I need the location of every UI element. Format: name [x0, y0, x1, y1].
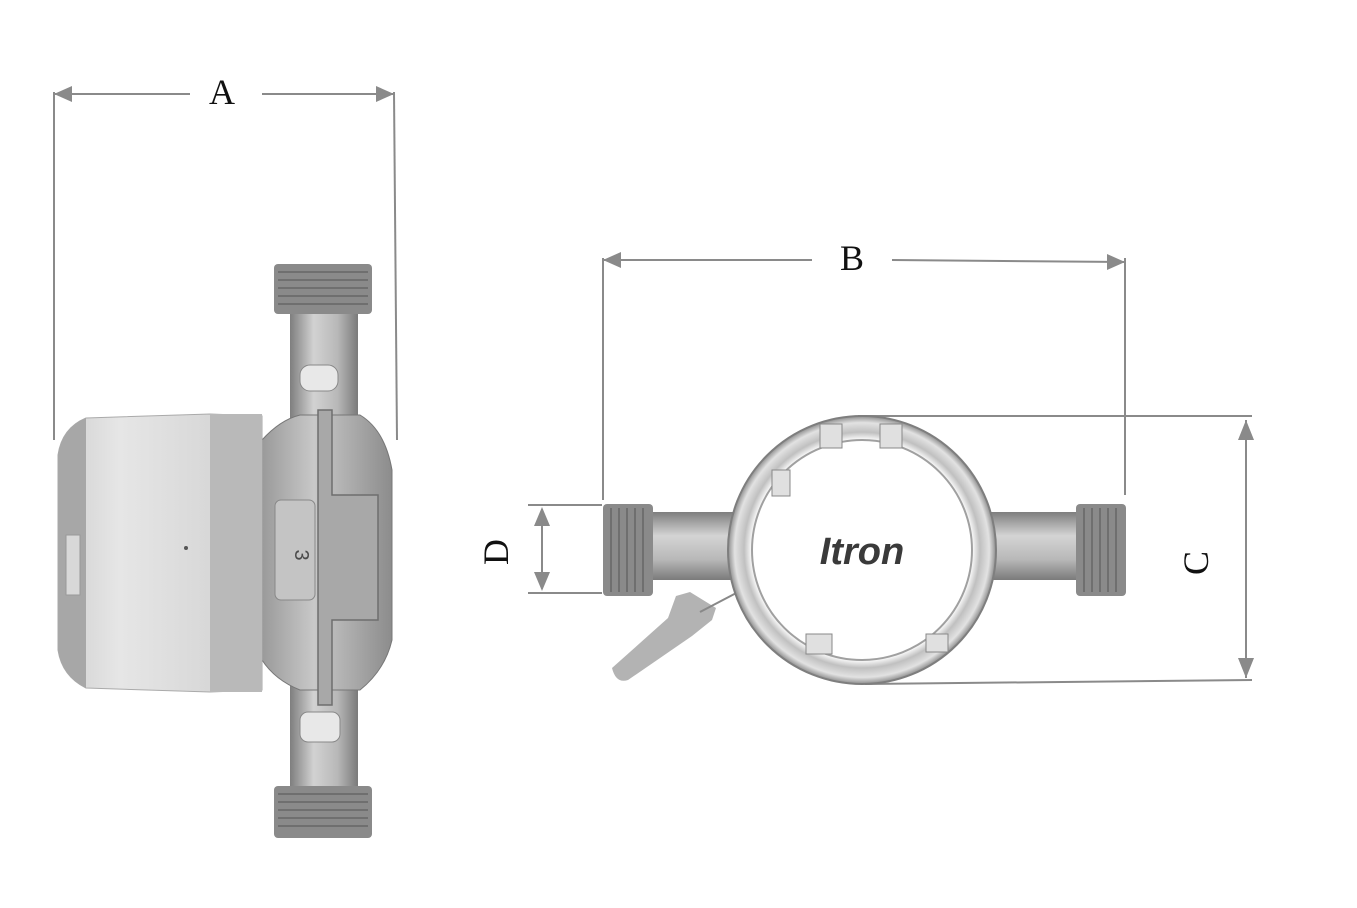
- dimension-d-label: D: [476, 539, 516, 565]
- dimension-b-arrow-right: [1107, 254, 1125, 270]
- dimension-b-arrow-left: [603, 252, 621, 268]
- side-head-dot: [184, 546, 188, 550]
- front-ring-notch-bottom: [805, 633, 833, 655]
- dimension-a: [53, 86, 398, 441]
- front-view: B C D: [476, 238, 1254, 685]
- dimension-c-arrow-bottom: [1238, 658, 1254, 678]
- front-thread-left: [603, 504, 653, 596]
- dimension-c-label: C: [1176, 551, 1216, 575]
- side-thread-top: [274, 264, 372, 314]
- side-body-marking: 3: [290, 549, 312, 560]
- dimension-a-arrow-right: [376, 86, 394, 102]
- side-body-flange: [317, 409, 379, 706]
- front-ring-notch-top-left: [819, 423, 843, 449]
- side-head-band: [210, 414, 262, 692]
- dimension-a-arrow-left: [54, 86, 72, 102]
- side-marking-plate: [274, 499, 316, 601]
- front-seal-tag: [612, 592, 716, 681]
- dimension-d-arrow-top: [534, 507, 550, 526]
- side-flow-arrow-top: [299, 364, 339, 392]
- front-ring-notch-top-right: [879, 423, 903, 449]
- dimension-b: [602, 252, 1126, 500]
- dimension-b-label: B: [840, 238, 864, 278]
- side-head-clip-top: [65, 534, 81, 596]
- dimension-b-line-right: [891, 259, 1126, 263]
- dimension-a-extension-right: [393, 91, 398, 441]
- dimension-d: [528, 504, 602, 594]
- front-ring-notch-left: [771, 469, 791, 497]
- front-thread-right: [1076, 504, 1126, 596]
- side-thread-bottom: [274, 786, 372, 838]
- dimension-c-arrow-top: [1238, 420, 1254, 440]
- dimension-c: [858, 415, 1254, 685]
- side-view: A: [53, 72, 398, 838]
- dimension-d-arrow-bottom: [534, 572, 550, 591]
- dimension-c-extension-bottom: [864, 679, 1253, 685]
- side-flow-arrow-bottom: [299, 711, 341, 743]
- itron-logo: Itron: [820, 531, 904, 573]
- front-ring-notch-bottom-right: [925, 633, 949, 653]
- front-ring-inner: [751, 439, 973, 661]
- dimension-a-label: A: [209, 72, 235, 112]
